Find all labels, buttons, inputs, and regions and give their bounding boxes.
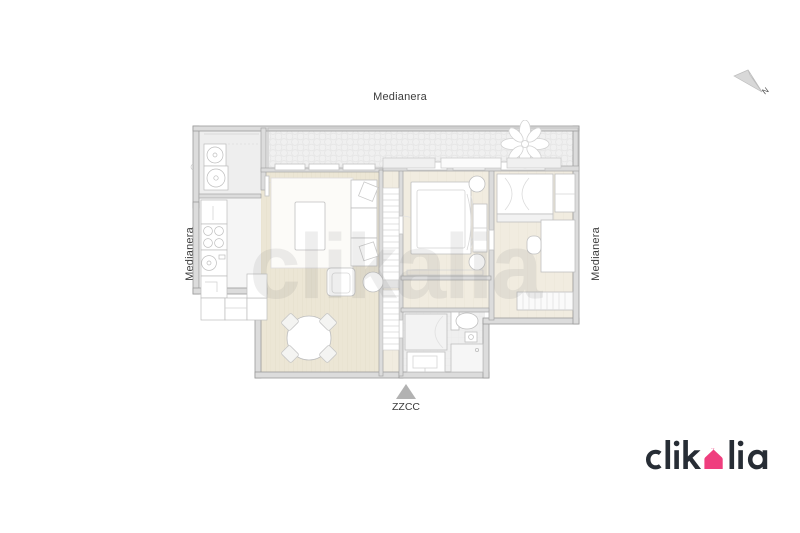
cushions	[357, 181, 379, 262]
entry-direction-marker	[396, 384, 416, 399]
kitchen-fixtures	[200, 133, 268, 321]
headboard-two	[496, 213, 554, 223]
dining-chairs	[281, 313, 337, 363]
mattress	[416, 189, 466, 249]
toilet	[455, 312, 479, 330]
vanity	[406, 351, 446, 373]
exterior-detail	[190, 163, 195, 171]
counter-unit-4	[224, 297, 248, 321]
bedroom-main-furniture	[406, 175, 488, 276]
armchair	[326, 267, 356, 297]
clikalia-logo	[645, 438, 773, 476]
dining-furniture	[281, 313, 337, 363]
living-furniture	[270, 177, 384, 297]
logo-text-dark	[646, 440, 768, 470]
stairs	[382, 187, 400, 351]
label-zzcc: ZZCC	[392, 401, 420, 413]
dryer	[203, 165, 229, 191]
counter-unit-3	[200, 297, 226, 321]
nightstand-left	[468, 175, 486, 193]
counter-unit-2	[200, 275, 228, 299]
side-table	[362, 271, 384, 293]
counter-unit-5	[246, 297, 268, 321]
bed-single	[496, 173, 554, 215]
plant-icon	[500, 119, 550, 169]
dining-table	[286, 315, 332, 361]
shower	[404, 313, 448, 351]
exterior-walls	[192, 125, 580, 379]
chair-desk	[526, 235, 542, 255]
wardrobe-two	[554, 173, 576, 213]
floor-plan-drawing	[185, 119, 600, 395]
coffee-table	[294, 201, 326, 251]
bathroom-fixtures	[404, 311, 484, 373]
desk	[540, 219, 576, 273]
sofa-seat-2	[350, 207, 378, 239]
label-medianera-top: Medianera	[373, 91, 427, 103]
shelf-two	[516, 291, 574, 311]
counter-unit-1	[200, 199, 228, 225]
logo-house-accent	[704, 448, 723, 469]
nightstand-right	[468, 253, 486, 271]
north-letter: N	[760, 86, 770, 97]
shower-enclosure	[450, 343, 484, 373]
fridge	[246, 273, 268, 299]
sink-kitchen	[200, 249, 228, 277]
north-arrow-icon: N	[728, 62, 776, 110]
bedroom-two-furniture	[496, 173, 576, 311]
terrace-details	[382, 157, 562, 169]
washbasin	[464, 331, 478, 343]
